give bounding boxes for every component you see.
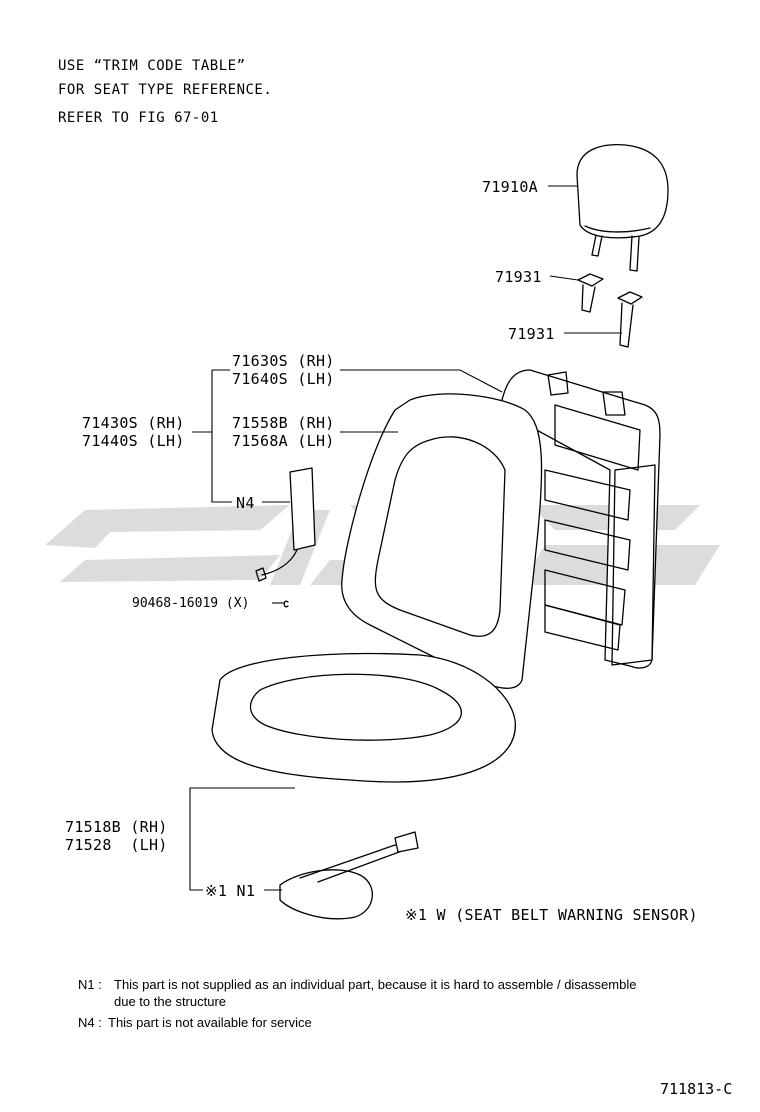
label-cushion-rh: 71518B (RH): [65, 818, 168, 836]
label-cover-back-lh: 71640S (LH): [232, 370, 335, 388]
figure-code: 711813-C: [660, 1080, 733, 1098]
label-cushion-lh: 71528 (LH): [65, 836, 168, 854]
label-pad-back-rh: 71558B (RH): [232, 414, 335, 432]
clip-mark: [283, 600, 289, 608]
side-airbag-module: [255, 467, 316, 582]
seatback-frame: [499, 369, 661, 669]
footnote-n1-line1: This part is not supplied as an individu…: [114, 977, 637, 992]
footnote-n4-text: This part is not available for service: [108, 1015, 312, 1030]
footnote-n4-key: N4 :: [78, 1015, 102, 1030]
label-clip: 90468-16019 (X): [132, 596, 250, 611]
headrest: [576, 144, 669, 272]
seat-belt-warning-sensor: [279, 831, 419, 920]
label-cover-back-rh: 71630S (RH): [232, 352, 335, 370]
header-note-3: REFER TO FIG 67-01: [58, 110, 219, 126]
seatback-cover: [341, 393, 543, 689]
header-note-2: FOR SEAT TYPE REFERENCE.: [58, 82, 273, 98]
label-headrest: 71910A: [482, 178, 538, 196]
label-n4: N4: [236, 494, 255, 512]
label-back-assy-rh: 71430S (RH): [82, 414, 185, 432]
label-back-assy-lh: 71440S (LH): [82, 432, 185, 450]
footnote-n1-line2: due to the structure: [114, 994, 227, 1009]
headrest-supports: [577, 273, 643, 348]
seat-cushion: [211, 652, 516, 783]
header-note-1: USE “TRIM CODE TABLE”: [58, 58, 246, 74]
label-n1: ※1 N1: [205, 882, 256, 900]
label-pad-back-lh: 71568A (LH): [232, 432, 335, 450]
label-sensor-note: ※1 W (SEAT BELT WARNING SENSOR): [405, 906, 698, 924]
label-support-2: 71931: [508, 325, 555, 343]
leader-lines: [189, 185, 622, 891]
footnote-n1-key: N1 :: [78, 977, 102, 992]
label-support-1: 71931: [495, 268, 542, 286]
